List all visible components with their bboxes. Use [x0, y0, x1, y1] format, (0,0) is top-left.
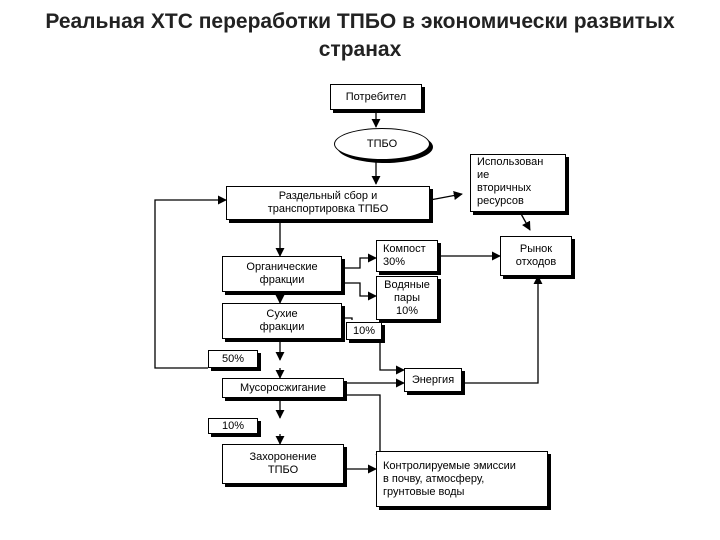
node-waste-market: Рынок отходов — [500, 236, 572, 276]
page-title: Реальная ХТС переработки ТПБО в экономич… — [45, 10, 675, 61]
node-recycled-use: Использован ие вторичных ресурсов — [470, 154, 566, 212]
node-collection: Раздельный сбор и транспортировка ТПБО — [226, 186, 430, 220]
edge-energy-market — [462, 275, 543, 384]
edge-organic-steam — [342, 282, 377, 301]
edge-incineration-emissions — [344, 394, 385, 463]
node-organic: Органические фракции — [222, 256, 342, 292]
node-tpbo: ТПБО — [334, 128, 430, 160]
edge-collection-recycled — [429, 191, 463, 201]
node-emissions: Контролируемые эмиссии в почву, атмосфер… — [376, 451, 548, 507]
node-compost: Компост 30% — [376, 240, 438, 272]
node-consumer: Потребител — [330, 84, 422, 110]
node-energy: Энергия — [404, 368, 462, 392]
edge-dry-pct — [342, 317, 353, 320]
node-pct-10-a: 10% — [346, 322, 382, 340]
node-steam: Водяные пары 10% — [376, 276, 438, 320]
edge-pct-energy — [379, 340, 405, 375]
edge-recycled-market — [519, 211, 531, 231]
edge-feedback-loop — [154, 195, 227, 369]
edge-organic-compost — [342, 253, 377, 269]
node-pct-10-b: 10% — [208, 418, 258, 434]
node-pct-50: 50% — [208, 350, 258, 368]
node-incineration: Мусоросжигание — [222, 378, 344, 398]
node-landfill: Захоронение ТПБО — [222, 444, 344, 484]
node-dry: Сухие фракции — [222, 303, 342, 339]
